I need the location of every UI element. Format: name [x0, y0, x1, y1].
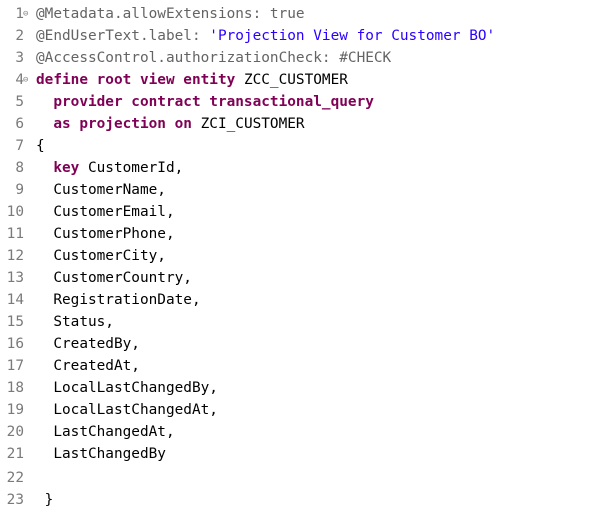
code-line[interactable]: 3 @AccessControl.authorizationCheck: #CHE…: [0, 47, 600, 69]
code-line[interactable]: 21 LastChangedBy: [0, 443, 600, 465]
code-text: CreatedAt,: [36, 355, 140, 377]
code-text: CustomerEmail,: [36, 201, 175, 223]
code-text: Status,: [36, 311, 114, 333]
code-token-plain: CustomerPhone,: [36, 226, 175, 242]
code-token-plain: ZCC_CUSTOMER: [243, 72, 348, 88]
code-line[interactable]: 18 LocalLastChangedBy,: [0, 377, 600, 399]
code-line[interactable]: 13 CustomerCountry,: [0, 267, 600, 289]
line-number: 3: [15, 50, 24, 66]
code-token-ann: @AccessControl.authorizationCheck: #CHEC…: [36, 50, 392, 66]
line-number: 11: [6, 226, 24, 242]
code-token-plain: CustomerId,: [87, 160, 184, 176]
code-token-kw: provider contract transactional_query: [36, 94, 374, 110]
code-line[interactable]: 22: [0, 467, 600, 489]
code-token-plain: ZCI_CUSTOMER: [200, 116, 305, 132]
code-line[interactable]: 5 provider contract transactional_query: [0, 91, 600, 113]
code-text: }: [36, 489, 54, 511]
code-line[interactable]: 12 CustomerCity,: [0, 245, 600, 267]
line-number: 14: [6, 292, 24, 308]
line-number: 18: [6, 380, 24, 396]
code-token-ann: @EndUserText.label:: [36, 28, 210, 44]
code-token-plain: RegistrationDate,: [36, 292, 201, 308]
code-token-str: 'Projection View for Customer BO': [209, 28, 496, 44]
code-line[interactable]: 10 CustomerEmail,: [0, 201, 600, 223]
code-token-plain: {: [36, 138, 45, 154]
code-token-plain: LastChangedAt,: [36, 424, 175, 440]
line-number: 21: [6, 446, 24, 462]
code-line[interactable]: 16 CreatedBy,: [0, 333, 600, 355]
code-line[interactable]: 6 as projection on ZCI_CUSTOMER: [0, 113, 600, 135]
line-number: 23: [6, 492, 24, 508]
code-text: CustomerName,: [36, 179, 166, 201]
line-number: 22: [6, 470, 24, 486]
code-line[interactable]: 9 CustomerName,: [0, 179, 600, 201]
code-line[interactable]: 20 LastChangedAt,: [0, 421, 600, 443]
code-text: LocalLastChangedAt,: [36, 399, 218, 421]
code-text: key CustomerId,: [36, 157, 183, 179]
fold-toggle-icon[interactable]: ⊖: [23, 9, 29, 19]
line-number: 19: [6, 402, 24, 418]
code-text: CreatedBy,: [36, 333, 140, 355]
code-token-plain: LocalLastChangedAt,: [36, 402, 218, 418]
code-text: LastChangedBy: [36, 443, 166, 465]
code-token-plain: CustomerCity,: [36, 248, 166, 264]
code-text: as projection on ZCI_CUSTOMER: [36, 113, 305, 135]
line-number: 13: [6, 270, 24, 286]
code-line[interactable]: 7{: [0, 135, 600, 157]
line-number: 17: [6, 358, 24, 374]
line-number: 16: [6, 336, 24, 352]
code-text: @AccessControl.authorizationCheck: #CHEC…: [36, 47, 391, 69]
code-token-plain: CreatedAt,: [36, 358, 140, 374]
code-text: LastChangedAt,: [36, 421, 175, 443]
line-number: 12: [6, 248, 24, 264]
fold-toggle-icon[interactable]: ⊖: [23, 75, 29, 85]
line-number: 15: [6, 314, 24, 330]
code-token-plain: CustomerName,: [36, 182, 166, 198]
line-number: 7: [15, 138, 24, 154]
code-line[interactable]: 4⊖ define root view entity ZCC_CUSTOMER: [0, 69, 600, 91]
line-number: 8: [15, 160, 24, 176]
code-line[interactable]: 19 LocalLastChangedAt,: [0, 399, 600, 421]
code-text: @Metadata.allowExtensions: true: [36, 3, 305, 25]
code-token-plain: CreatedBy,: [36, 336, 140, 352]
code-token-plain: }: [36, 492, 54, 508]
line-number: 6: [15, 116, 24, 132]
code-token-kw: key: [36, 160, 88, 176]
code-text: RegistrationDate,: [36, 289, 201, 311]
code-line[interactable]: 2 @EndUserText.label: 'Projection View fo…: [0, 25, 600, 47]
line-number: 4: [15, 72, 24, 88]
code-text: @EndUserText.label: 'Projection View for…: [36, 25, 495, 47]
code-text: LocalLastChangedBy,: [36, 377, 218, 399]
code-text: CustomerCountry,: [36, 267, 192, 289]
code-token-kw: define root view entity: [36, 72, 244, 88]
line-number: 20: [6, 424, 24, 440]
code-line[interactable]: 15 Status,: [0, 311, 600, 333]
code-text: CustomerPhone,: [36, 223, 175, 245]
line-number: 5: [15, 94, 24, 110]
code-text: define root view entity ZCC_CUSTOMER: [36, 69, 348, 91]
code-token-kw: as projection on: [36, 116, 201, 132]
code-line[interactable]: 17 CreatedAt,: [0, 355, 600, 377]
code-token-ann: @Metadata.allowExtensions: true: [36, 6, 305, 22]
code-text: CustomerCity,: [36, 245, 166, 267]
code-token-plain: LocalLastChangedBy,: [36, 380, 218, 396]
code-token-plain: CustomerCountry,: [36, 270, 192, 286]
code-token-plain: CustomerEmail,: [36, 204, 175, 220]
code-line[interactable]: 14 RegistrationDate,: [0, 289, 600, 311]
code-line[interactable]: 1⊖ @Metadata.allowExtensions: true: [0, 3, 600, 25]
code-line[interactable]: 23 }: [0, 489, 600, 511]
code-text: {: [36, 135, 45, 157]
code-token-plain: Status,: [36, 314, 114, 330]
line-number: 2: [15, 28, 24, 44]
code-text: provider contract transactional_query: [36, 91, 374, 113]
line-number: 10: [6, 204, 24, 220]
code-line[interactable]: 11 CustomerPhone,: [0, 223, 600, 245]
line-number: 1: [15, 6, 24, 22]
code-token-plain: LastChangedBy: [36, 446, 166, 462]
code-line[interactable]: 8 key CustomerId,: [0, 157, 600, 179]
line-number: 9: [15, 182, 24, 198]
